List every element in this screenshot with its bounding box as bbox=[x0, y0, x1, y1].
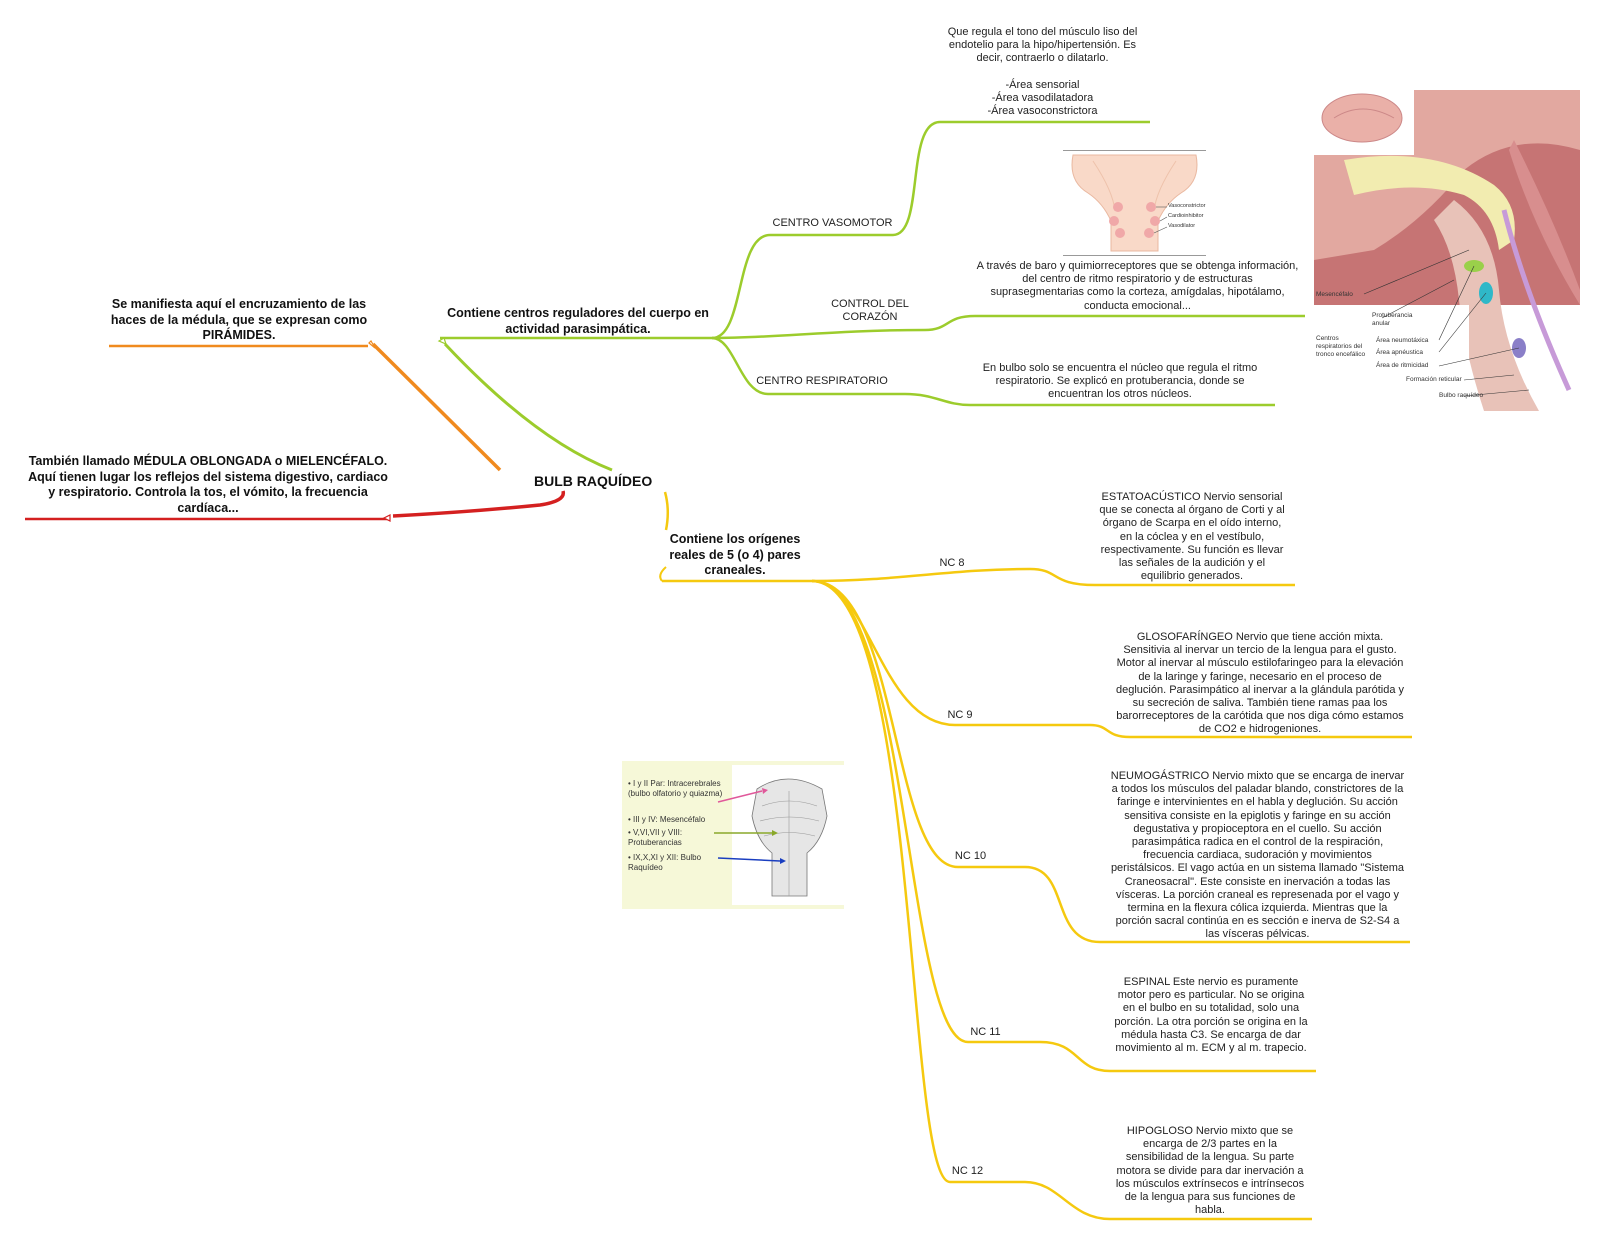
fig-label-vasoconstrictor: Vasoconstrictor bbox=[1168, 203, 1206, 209]
area-sensorial: -Área sensorial bbox=[1005, 78, 1080, 91]
desc-nc11[interactable]: ESPINAL Este nervio es puramente motor p… bbox=[1114, 976, 1308, 1055]
root-topic[interactable]: BULB RAQUÍDEO bbox=[534, 473, 653, 489]
node-medula-oblongada[interactable]: También llamado MÉDULA OBLONGADA o MIELE… bbox=[28, 454, 388, 515]
yellow-sub-nc11 bbox=[811, 579, 1316, 1073]
orange-branch-line bbox=[371, 342, 502, 472]
brainstem-anatomy-figure: Mesencéfalo Protuberancia anular Centros… bbox=[1314, 90, 1580, 411]
fig-cranial-item-4: • IX,X,XI y XII: Bulbo Raquídeo bbox=[628, 853, 702, 872]
orange-arrowhead bbox=[368, 340, 376, 349]
brainstem-anatomy-icon bbox=[1314, 90, 1580, 411]
label-nc9[interactable]: NC 9 bbox=[947, 709, 973, 721]
desc-centro-respiratorio[interactable]: En bulbo solo se encuentra el núcleo que… bbox=[982, 362, 1258, 401]
desc-vasomotor-text: Que regula el tono del músculo liso del … bbox=[947, 26, 1138, 65]
desc-nc8[interactable]: ESTATOACÚSTICO Nervio sensorial que se c… bbox=[1099, 491, 1285, 583]
brainstem-diagram-icon bbox=[1071, 154, 1198, 252]
label-centro-vasomotor[interactable]: CENTRO VASOMOTOR bbox=[772, 217, 893, 229]
label-nc11[interactable]: NC 11 bbox=[970, 1026, 1001, 1038]
fig-label-apneustica: Área apnéustica bbox=[1376, 349, 1423, 356]
yellow-sub-nc10 bbox=[811, 579, 1410, 944]
node-centros-reguladores[interactable]: Contiene centros reguladores del cuerpo … bbox=[447, 306, 709, 336]
label-nc8[interactable]: NC 8 bbox=[939, 557, 965, 569]
fig-label-mesencefalo: Mesencéfalo bbox=[1316, 291, 1353, 298]
desc-control-corazon[interactable]: A través de baro y quimiorreceptores que… bbox=[976, 260, 1299, 312]
label-control-corazon[interactable]: CONTROL DEL CORAZÓN bbox=[831, 298, 909, 323]
node-piramides[interactable]: Se manifiesta aquí el encruzamiento de l… bbox=[110, 297, 368, 342]
green-sub-corazon bbox=[711, 314, 1305, 340]
red-arrowhead bbox=[382, 514, 391, 522]
fig-cranial-text-3: V,VI,VII y VIII: Protuberancias bbox=[628, 828, 683, 847]
label-nc10[interactable]: NC 10 bbox=[954, 850, 987, 862]
fig-label-cardioinhibitor: Cardioinhibitor bbox=[1168, 213, 1204, 219]
green-sub-respiratorio bbox=[711, 336, 1275, 407]
desc-nc9[interactable]: GLOSOFARÍNGEO Nervio que tiene acción mi… bbox=[1115, 631, 1404, 736]
area-vasodilatadora: -Área vasodilatadora bbox=[991, 91, 1094, 104]
fig-label-bulbo-raquideo: Bulbo raquídeo bbox=[1439, 392, 1484, 399]
yellow-hook bbox=[659, 566, 667, 582]
fig-label-neumotaxica: Área neumotáxica bbox=[1376, 337, 1429, 344]
green-branch-line bbox=[443, 342, 613, 472]
fig-cranial-text-4: IX,X,XI y XII: Bulbo Raquídeo bbox=[628, 853, 702, 872]
fig-label-protuberancia: Protuberancia anular bbox=[1372, 312, 1413, 327]
desc-nc10[interactable]: NEUMOGÁSTRICO Nervio mixto que se encarg… bbox=[1110, 770, 1405, 941]
fig-cranial-item-2: • III y IV: Mesencéfalo bbox=[628, 815, 706, 824]
fig-label-formacion-reticular: Formación reticular bbox=[1406, 376, 1462, 383]
green-arrowhead bbox=[437, 337, 447, 346]
fig-cranial-text-1: I y II Par: Intracerebrales (bulbo olfat… bbox=[628, 779, 723, 798]
desc-vasomotor[interactable]: Que regula el tono del músculo liso del … bbox=[935, 26, 1150, 118]
red-branch-line bbox=[392, 490, 566, 518]
fig-label-vasodilator: Vasodilator bbox=[1168, 223, 1196, 229]
desc-nc12[interactable]: HIPOGLOSO Nervio mixto que se encarga de… bbox=[1115, 1125, 1305, 1217]
label-nc12[interactable]: NC 12 bbox=[951, 1165, 984, 1177]
area-vasoconstrictora: -Área vasoconstrictora bbox=[987, 105, 1098, 118]
green-sub-vasomotor bbox=[711, 120, 1150, 340]
yellow-sub-nc8 bbox=[811, 567, 1295, 587]
cranial-pairs-figure: • I y II Par: Intracerebrales (bulbo olf… bbox=[622, 761, 844, 909]
yellow-branch-line bbox=[663, 491, 669, 531]
vasomotor-centers-figure: Vasoconstrictor Cardioinhibitor Vasodila… bbox=[1063, 150, 1206, 256]
label-centro-respiratorio[interactable]: CENTRO RESPIRATORIO bbox=[756, 375, 888, 387]
node-origenes-pares-craneales[interactable]: Contiene los orígenes reales de 5 (o 4) … bbox=[669, 532, 801, 577]
cranial-brainstem-icon bbox=[714, 765, 844, 905]
fig-label-centros: Centros respiratorios del tronco encefál… bbox=[1316, 335, 1366, 358]
yellow-sub-nc12 bbox=[811, 579, 1312, 1221]
fig-cranial-item-3: • V,VI,VII y VIII: Protuberancias bbox=[628, 828, 683, 847]
fig-label-ritmicidad: Área de ritmicidad bbox=[1376, 362, 1429, 369]
fig-cranial-item-1: • I y II Par: Intracerebrales (bulbo olf… bbox=[628, 779, 723, 798]
fig-cranial-text-2: III y IV: Mesencéfalo bbox=[633, 815, 706, 824]
